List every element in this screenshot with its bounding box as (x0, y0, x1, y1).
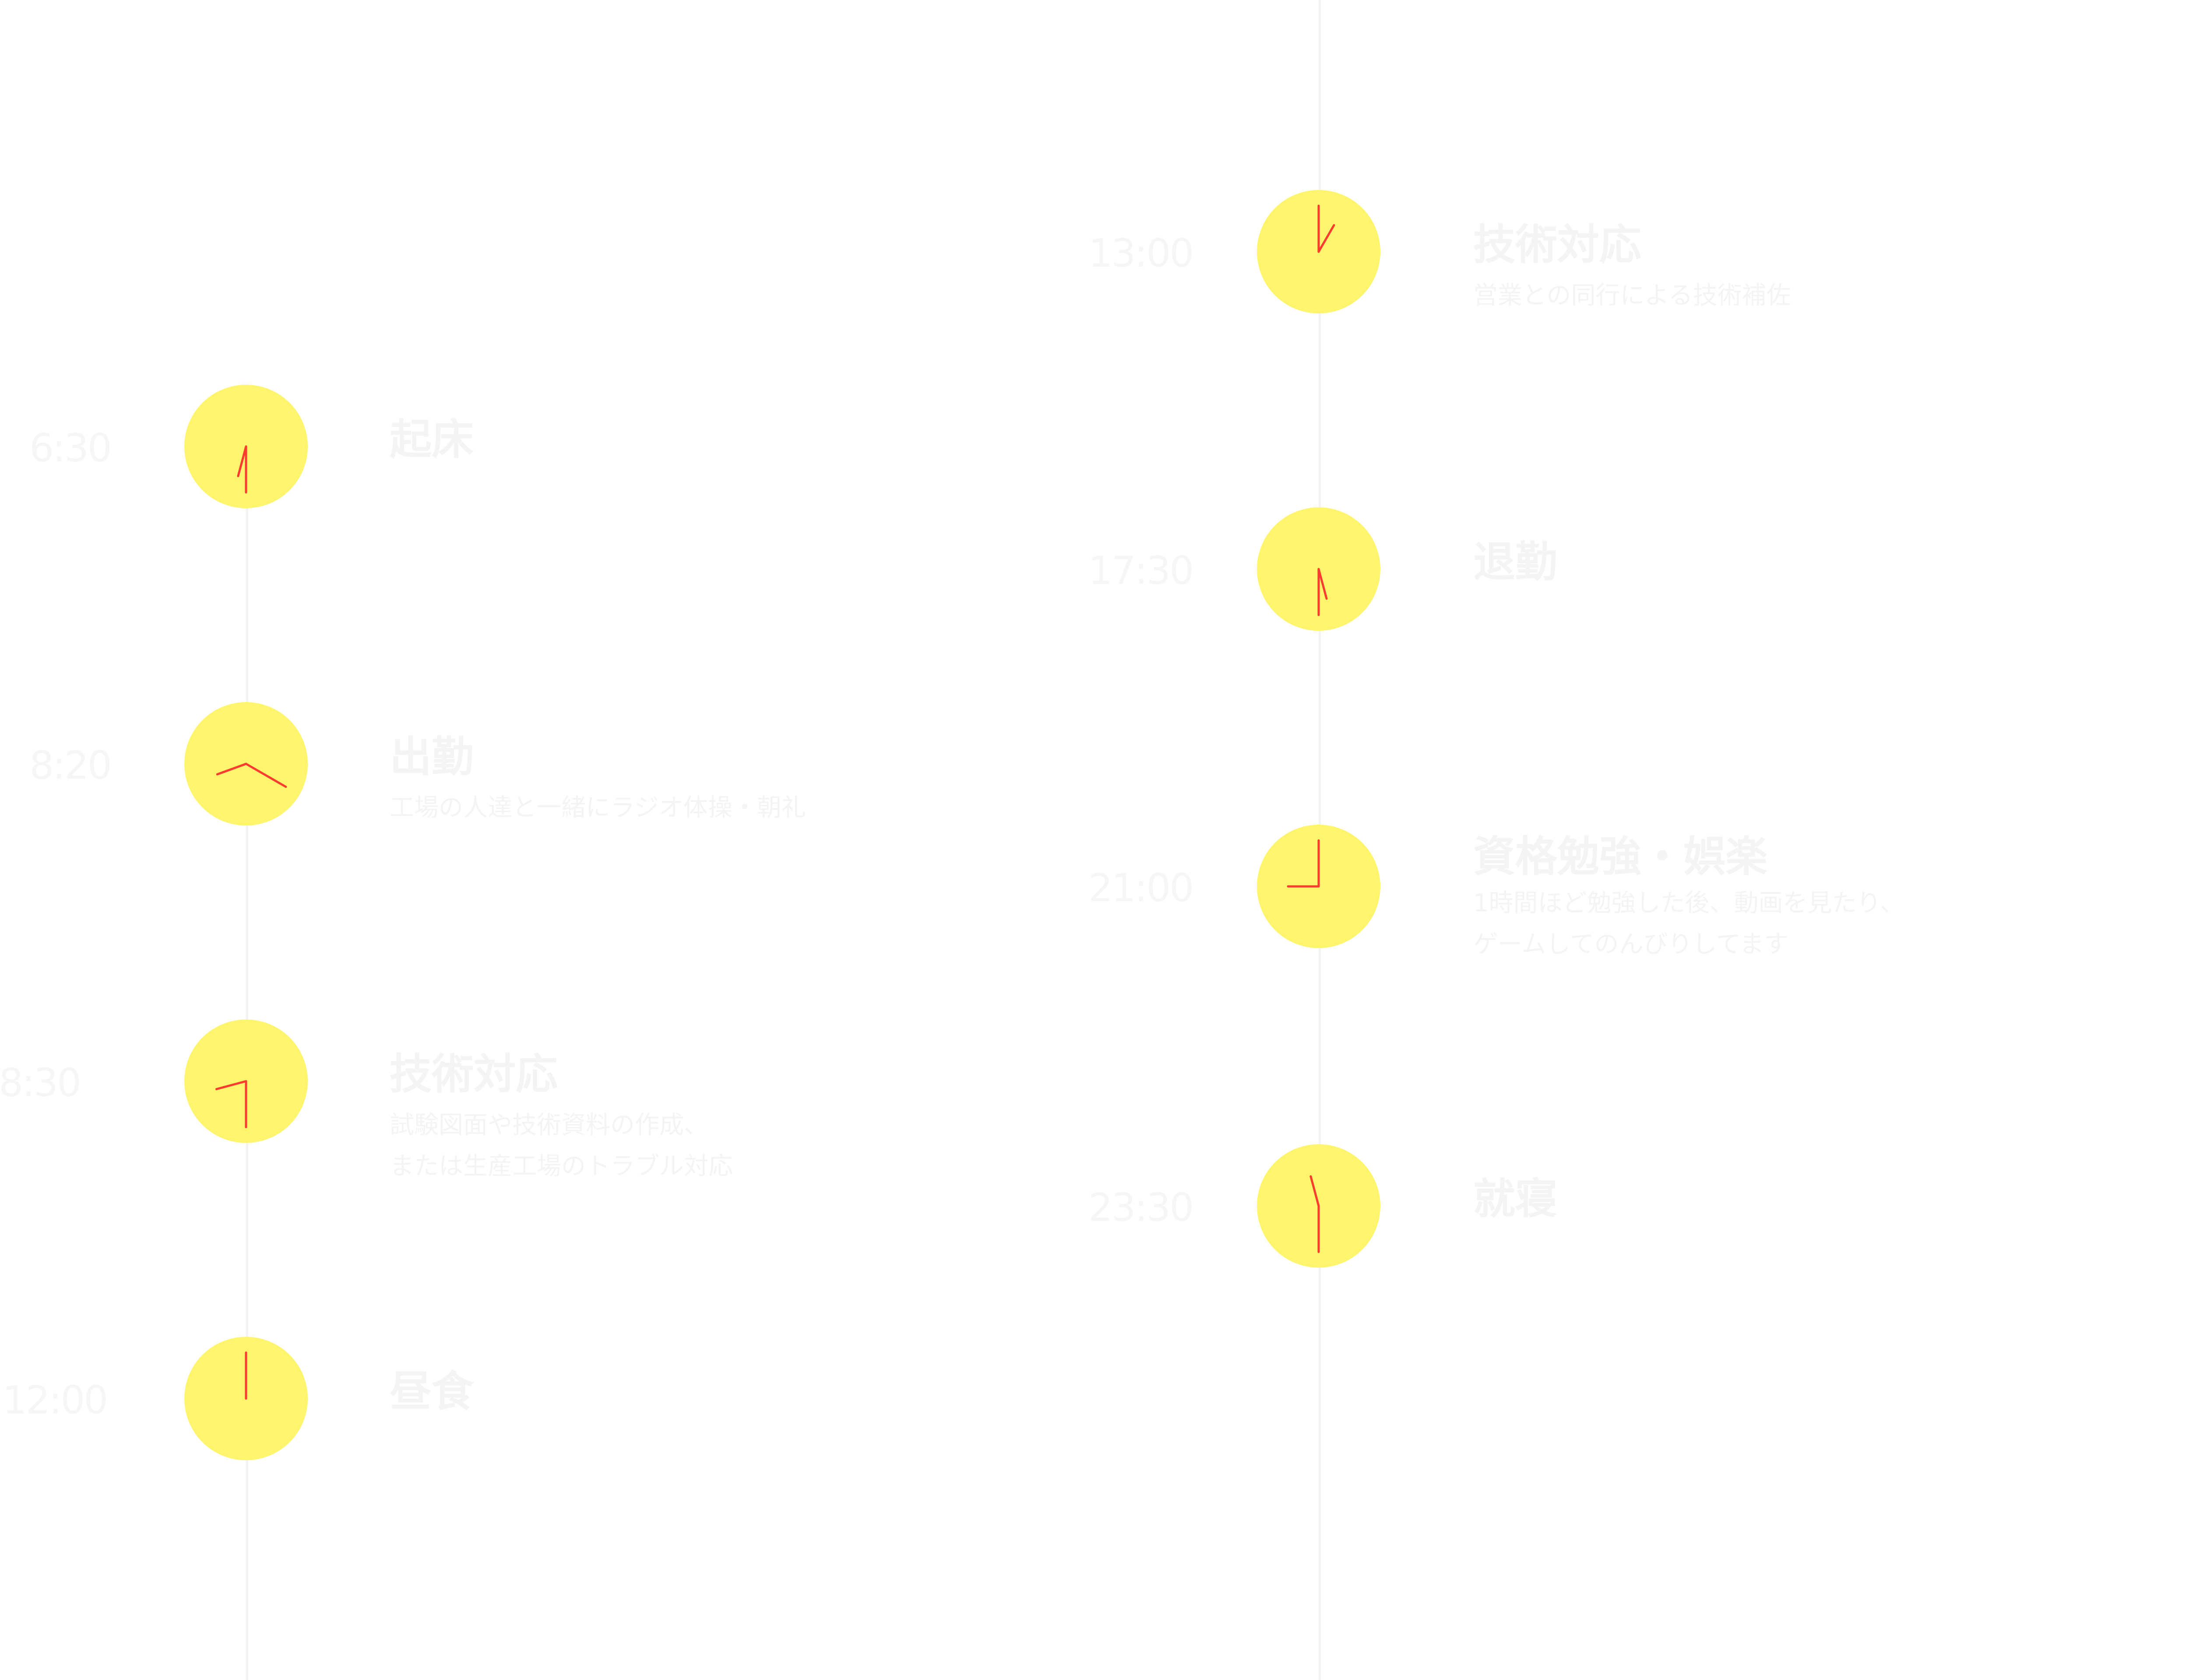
clock-icon (1257, 190, 1380, 313)
event-time: 8:30 (0, 1060, 81, 1105)
hour-hand (1309, 1175, 1320, 1207)
hour-hand (237, 445, 247, 478)
hour-hand (215, 1080, 247, 1090)
event-time: 23:30 (1088, 1185, 1194, 1230)
event-time: 6:30 (29, 425, 112, 471)
event-title: 技術対応 (390, 1050, 558, 1099)
event-time: 21:00 (1088, 865, 1194, 910)
event-title: 退勤 (1473, 538, 1557, 587)
clock-icon (184, 1337, 308, 1460)
clock-icon (1257, 1144, 1380, 1268)
event-title: 昼食 (390, 1367, 474, 1416)
event-time: 17:30 (1088, 548, 1194, 593)
event-time: 12:00 (2, 1378, 109, 1423)
event-description: 営業との同行による技術補佐 (1473, 281, 1791, 310)
event-title: 出勤 (390, 732, 474, 781)
event-description: 1時間ほど勉強した後、動画を見たり、 ゲームしてのんびりしてます (1473, 889, 1905, 959)
event-title: 技術対応 (1473, 220, 1641, 269)
event-title: 資格勉強・娯楽 (1473, 832, 1767, 881)
event-title: 就寝 (1473, 1174, 1557, 1223)
hour-hand (1317, 224, 1335, 253)
event-time: 8:20 (29, 743, 112, 788)
clock-icon (1257, 825, 1380, 948)
event-description: 工場の人達と一緒にラジオ体操・朝礼 (390, 794, 806, 822)
page-title: 一日の流れ (26, 137, 731, 305)
hour-hand (216, 763, 247, 776)
hour-hand (1317, 568, 1328, 600)
event-title: 起床 (390, 415, 474, 464)
event-description: 試験図面や技術資料の作成、 または生産工場のトラブル対応 (390, 1111, 733, 1181)
clock-icon (184, 702, 308, 826)
clock-icon (1257, 507, 1380, 631)
clock-icon (184, 1019, 308, 1143)
clock-icon (184, 385, 308, 508)
minute-hand (245, 763, 287, 788)
event-time: 13:00 (1088, 231, 1194, 276)
